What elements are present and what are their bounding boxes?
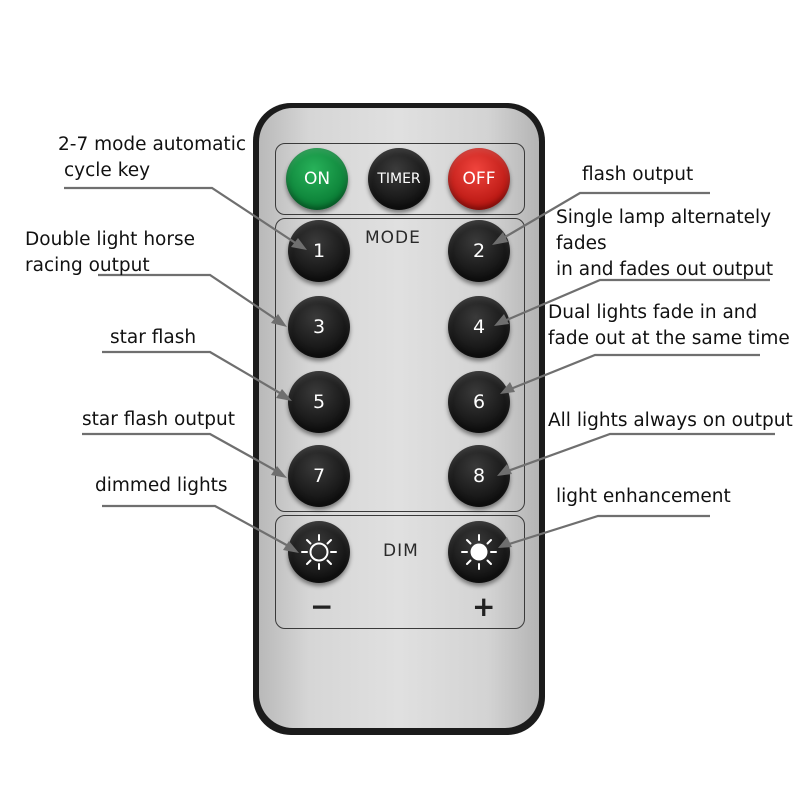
timer-button[interactable]: TIMER bbox=[368, 148, 430, 210]
off-button[interactable]: OFF bbox=[448, 148, 510, 210]
label-all-lights: All lights always on output bbox=[548, 410, 793, 431]
mode-button-3[interactable]: 3 bbox=[288, 296, 350, 358]
power-button-group bbox=[275, 143, 525, 215]
label-cycle-key: 2-7 mode automatic cycle key bbox=[58, 134, 246, 181]
mode-button-5-label: 5 bbox=[312, 391, 326, 413]
mode-label: MODE bbox=[365, 228, 421, 248]
label-dual-lights: Dual lights fade in and fade out at the … bbox=[548, 302, 790, 349]
mode-button-2[interactable]: 2 bbox=[448, 220, 510, 282]
dim-minus-button[interactable] bbox=[288, 521, 350, 583]
label-flash-output: flash output bbox=[582, 164, 694, 185]
mode-button-8-label: 8 bbox=[472, 465, 486, 487]
label-dimmed-lights: dimmed lights bbox=[95, 475, 228, 496]
label-double-light: Double light horse racing output bbox=[25, 229, 195, 276]
label-star-flash: star flash bbox=[110, 327, 197, 348]
mode-button-8[interactable]: 8 bbox=[448, 445, 510, 507]
mode-button-4-label: 4 bbox=[472, 316, 486, 338]
dim-plus-button[interactable] bbox=[448, 521, 510, 583]
mode-button-1-label: 1 bbox=[312, 240, 326, 262]
mode-button-3-label: 3 bbox=[312, 316, 326, 338]
mode-button-7[interactable]: 7 bbox=[288, 445, 350, 507]
mode-button-5[interactable]: 5 bbox=[288, 371, 350, 433]
timer-button-label: TIMER bbox=[377, 171, 421, 187]
dim-button-group bbox=[275, 515, 525, 629]
dim-minus-sign: − bbox=[310, 590, 334, 623]
dim-plus-sign: + bbox=[472, 590, 496, 623]
mode-button-7-label: 7 bbox=[312, 465, 326, 487]
label-star-flash-output: star flash output bbox=[82, 409, 235, 430]
dim-label: DIM bbox=[383, 541, 419, 561]
on-button-label: ON bbox=[303, 169, 331, 189]
label-single-lamp: Single lamp alternately fades in and fad… bbox=[556, 207, 774, 280]
mode-button-6[interactable]: 6 bbox=[448, 371, 510, 433]
sun-filled-icon bbox=[461, 534, 497, 570]
mode-button-2-label: 2 bbox=[472, 240, 486, 262]
mode-button-4[interactable]: 4 bbox=[448, 296, 510, 358]
remote-face: ON TIMER OFF MODE 1 2 3 4 5 6 7 bbox=[259, 108, 539, 728]
off-button-label: OFF bbox=[462, 169, 496, 189]
sun-outline-icon bbox=[301, 534, 337, 570]
mode-button-6-label: 6 bbox=[472, 391, 486, 413]
remote-control: ON TIMER OFF MODE 1 2 3 4 5 6 7 bbox=[253, 103, 545, 735]
mode-button-1[interactable]: 1 bbox=[288, 220, 350, 282]
label-light-enhancement: light enhancement bbox=[556, 486, 731, 507]
on-button[interactable]: ON bbox=[286, 148, 348, 210]
